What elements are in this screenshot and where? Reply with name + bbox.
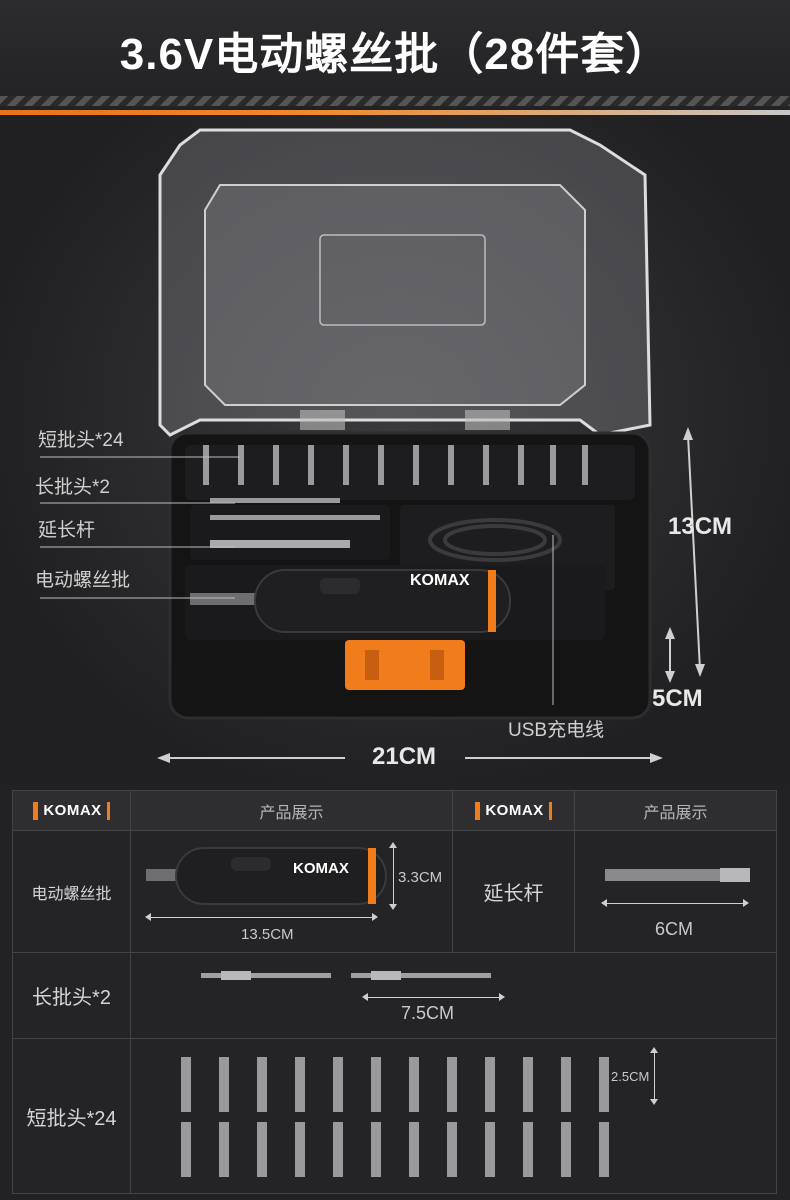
callout-extension: 延长杆 xyxy=(38,520,96,541)
row-label-screwdriver: 电动螺丝批 xyxy=(13,831,131,953)
dim-arrow-diameter xyxy=(389,842,397,910)
brand-logo: KOMAX xyxy=(33,801,110,820)
screwdriver-in-case: KOMAX xyxy=(190,569,511,633)
long-bits-illustration xyxy=(201,971,491,980)
page-title: 3.6V电动螺丝批（28件套） xyxy=(119,30,671,79)
case-lid xyxy=(158,128,652,437)
screwdriver-illustration xyxy=(146,847,387,905)
dim-extension-length: 6CM xyxy=(655,919,694,939)
extension-rod-illustration xyxy=(605,868,750,882)
dim-short-bits-height: 2.5CM xyxy=(611,1069,650,1084)
table-brand-left: KOMAX xyxy=(13,791,131,831)
short-bits-row xyxy=(203,445,588,485)
usb-cable xyxy=(428,518,562,562)
dim-arrow-long-bits xyxy=(362,993,505,1001)
long-bits xyxy=(210,498,380,548)
dim-width: 21CM xyxy=(372,743,437,770)
dim-arrow-extension xyxy=(601,899,749,907)
spec-table: KOMAX 产品展示 KOMAX 产品展示 电动螺丝批 KOMAX 3.3CM … xyxy=(12,790,777,1194)
row-label-extension: 延长杆 xyxy=(453,831,575,953)
product-hero: KOMAX 短批头*24 长批头*2 延长杆 电动螺丝批 USB充电线 13CM… xyxy=(0,115,790,785)
row-image-short-bits: 2.5CM xyxy=(131,1039,776,1193)
header: 3.6V电动螺丝批（28件套） xyxy=(0,0,790,115)
case-base xyxy=(168,431,652,720)
callout-short-bits: 短批头*24 xyxy=(38,430,124,451)
table-header-left: 产品展示 xyxy=(131,791,453,831)
dim-depth: 5CM xyxy=(652,685,703,712)
row-image-screwdriver: KOMAX 3.3CM 13.5CM xyxy=(131,831,453,953)
product-case-illustration: KOMAX xyxy=(40,128,705,763)
short-bits-illustration xyxy=(181,1057,609,1177)
screwdriver-logo: KOMAX xyxy=(410,572,470,589)
hazard-stripe xyxy=(0,96,790,106)
row-image-extension: 6CM xyxy=(575,831,776,953)
row-label-short-bits: 短批头*24 xyxy=(13,1039,131,1193)
row-label-long-bits: 长批头*2 xyxy=(13,953,131,1039)
table-brand-right: KOMAX xyxy=(453,791,575,831)
dim-arrow-short-bits xyxy=(650,1047,658,1105)
callout-screwdriver: 电动螺丝批 xyxy=(35,570,131,591)
table-header-right: 产品展示 xyxy=(575,791,776,831)
dim-screwdriver-diameter: 3.3CM xyxy=(398,869,443,886)
callout-long-bits: 长批头*2 xyxy=(35,477,110,498)
dim-screwdriver-length: 13.5CM xyxy=(241,926,294,943)
row-image-long-bits: 7.5CM xyxy=(131,953,776,1039)
dim-long-bits-length: 7.5CM xyxy=(401,1003,455,1023)
screwdriver-logo: KOMAX xyxy=(293,860,349,877)
dim-arrow-length xyxy=(145,913,378,921)
dim-height: 13CM xyxy=(668,513,733,540)
brand-logo: KOMAX xyxy=(475,801,552,820)
accent-bar xyxy=(0,110,790,115)
callout-usb: USB充电线 xyxy=(508,720,605,741)
